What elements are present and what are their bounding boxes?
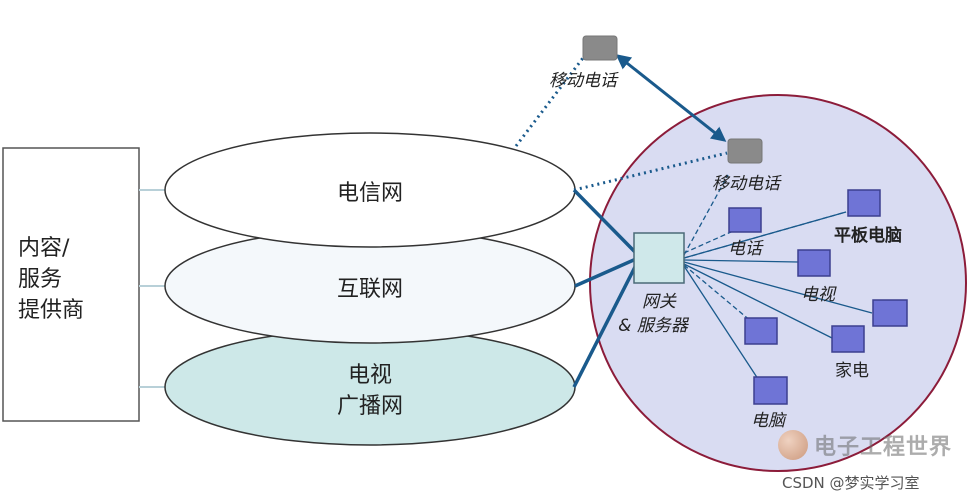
phone-label: 电话 [728,239,764,259]
telecom-to-gateway-link [572,188,638,255]
gateway-to-tv-link [683,259,799,263]
internet-label: 互联网 [337,277,403,302]
brand-watermark: 电子工程世界 [778,428,963,462]
appliance-label: 家电 [835,361,869,381]
gateway-to-device-b-link [683,261,873,314]
gateway-to-tablet-link [683,211,847,259]
internet-to-gateway-link [574,257,637,288]
broadcast-network-label-line1: 电视 [348,363,392,388]
credit-watermark: CSDN @梦实学习室 [782,474,920,492]
gateway-label-line2: & 服务器 [618,316,690,336]
provider-label-line3: 提供商 [18,298,84,323]
broadcast-network-label-line2: 广播网 [337,394,403,419]
pc-label: 电脑 [751,411,787,431]
telecom-to-mobile-inside-link [573,151,728,192]
telecom-network-label: 电信网 [337,181,403,206]
mobile-to-mobile-arrow [615,54,727,142]
tv-label: 电视 [801,285,837,305]
gateway-server-box [633,232,685,284]
appliance-device [831,325,865,353]
provider-box [2,147,140,422]
tablet-device [847,189,881,217]
brand-logo-icon [778,430,808,460]
mobile-phone-inside-label: 移动电话 [712,174,782,194]
broadcast-to-gateway-link [572,264,638,388]
phone-device [728,207,762,233]
home-device-a [744,317,778,345]
tablet-label: 平板电脑 [834,225,902,246]
home-network-circle [589,94,967,472]
mobile-phone-outside-device [582,35,618,61]
brand-watermark-text: 电子工程世界 [814,434,953,460]
gateway-to-device-a-link [683,264,753,323]
pc-device [753,376,788,405]
tv-device [797,249,831,277]
provider-label-line2: 服务 [18,267,62,292]
home-device-b [872,299,908,327]
provider-label-line1: 内容/ [18,236,70,261]
mobile-phone-outside-label: 移动电话 [549,71,619,91]
gateway-to-appliance-link [683,263,833,339]
telecom-to-mobile-outside-link [514,53,588,147]
gateway-to-mobile-inside-link [683,174,729,256]
mobile-phone-inside-device [727,138,763,164]
gateway-label-line1: 网关 [642,292,677,312]
gateway-to-pc-link [683,265,761,383]
